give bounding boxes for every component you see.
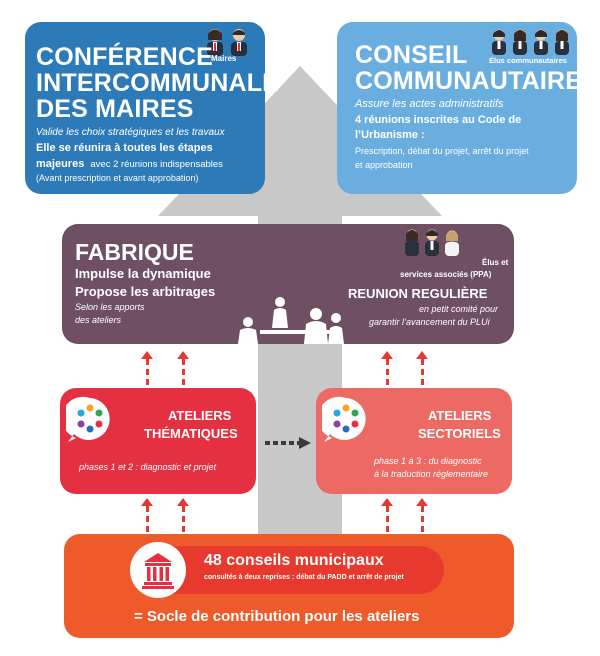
dashed-arrow-icon [140,351,154,385]
conference-title-3: DES MAIRES [36,95,194,123]
dashed-arrow-icon [380,351,394,385]
elus-badge: Élus communautaires [489,56,567,65]
dashed-arrow-icon [415,498,429,536]
conseil-body-1: 4 réunions inscrites au Code de [355,114,522,126]
sectoriels-title-1: ATELIERS [428,408,492,423]
dashed-arrow-icon [265,436,311,449]
meeting-icon [230,288,362,344]
conseils-municipaux-box: 48 conseils municipaux consultés à deux … [64,534,514,638]
ppa-people-icon [402,226,462,260]
conference-title-1: CONFÉRENCE [36,43,214,71]
thematiques-desc: phases 1 et 2 : diagnostic et projet [79,462,217,472]
conference-body-1: Elle se réunira à toutes les étapes [36,142,213,154]
maires-people-icon [201,26,255,62]
dashed-arrow-icon [176,351,190,385]
reunion-line-2: garantir l’avancement du PLUi [369,317,490,327]
maires-badge: Maires [211,54,237,63]
fabrique-note-2: des ateliers [75,315,122,325]
sectoriels-title-2: SECTORIELS [418,426,501,441]
fabrique-note-1: Selon les apports [75,302,145,312]
dashed-arrow-icon [140,498,154,536]
reunion-line-1: en petit comité pour [419,304,499,314]
conseils-title: 48 conseils municipaux [204,552,384,569]
sectoriels-desc-2: à la traduction réglementaire [374,469,489,479]
ppa-badge-2: services associés (PPA) [400,270,492,279]
fabrique-line-2: Propose les arbitrages [75,284,216,299]
conference-body-2: majeures avec 2 réunions indispensables [36,158,223,170]
conseil-box: Élus communautaires CONSEIL COMMUNAUTAIR… [337,22,582,194]
conseils-subtitle: consultés à deux reprises : débat du PAD… [204,574,404,581]
ateliers-thematiques-box: ATELIERS THÉMATIQUES phases 1 et 2 : dia… [60,388,256,494]
town-hall-icon [130,542,186,598]
ppa-badge-1: Élus et [482,258,509,267]
dashed-arrow-icon [176,498,190,536]
conference-body-2-bold: majeures [36,158,85,170]
conseil-subtitle: Assure les actes administratifs [355,98,504,110]
dashed-arrow-icon [415,351,429,385]
fabrique-title: FABRIQUE [75,239,194,265]
ateliers-sectoriels-box: ATELIERS SECTORIELS phase 1 à 3 : du dia… [316,388,512,494]
conference-subtitle: Valide les choix stratégiques et les tra… [36,127,225,138]
conseil-title-1: CONSEIL [355,41,468,69]
fabrique-box: FABRIQUE Impulse la dynamique Propose le… [62,224,514,344]
conseil-detail-2: et approbation [355,160,413,170]
fabrique-line-1: Impulse la dynamique [75,266,211,281]
conference-title-2: INTERCOMMUNALE [36,69,280,97]
sectoriels-desc-1: phase 1 à 3 : du diagnostic [374,456,482,466]
conference-body-2-rest: avec 2 réunions indispensables [90,159,223,170]
thematiques-title-2: THÉMATIQUES [144,426,238,441]
conseils-footer: = Socle de contribution pour les atelier… [134,608,420,625]
elus-people-icon [489,26,575,60]
reunion-title: REUNION REGULIÈRE [348,286,488,301]
conference-body-3: (Avant prescription et avant approbation… [36,173,199,183]
participation-icon [317,396,370,444]
conseil-body-2: l’Urbanisme : [355,129,425,141]
participation-icon [61,396,114,444]
conference-box: Maires CONFÉRENCE INTERCOMMUNALE DES MAI… [25,22,279,194]
thematiques-title-1: ATELIERS [168,408,232,423]
conseil-detail-1: Prescription, débat du projet, arrêt du … [355,146,529,156]
conseil-title-2: COMMUNAUTAIRE [355,67,583,95]
dashed-arrow-icon [380,498,394,536]
